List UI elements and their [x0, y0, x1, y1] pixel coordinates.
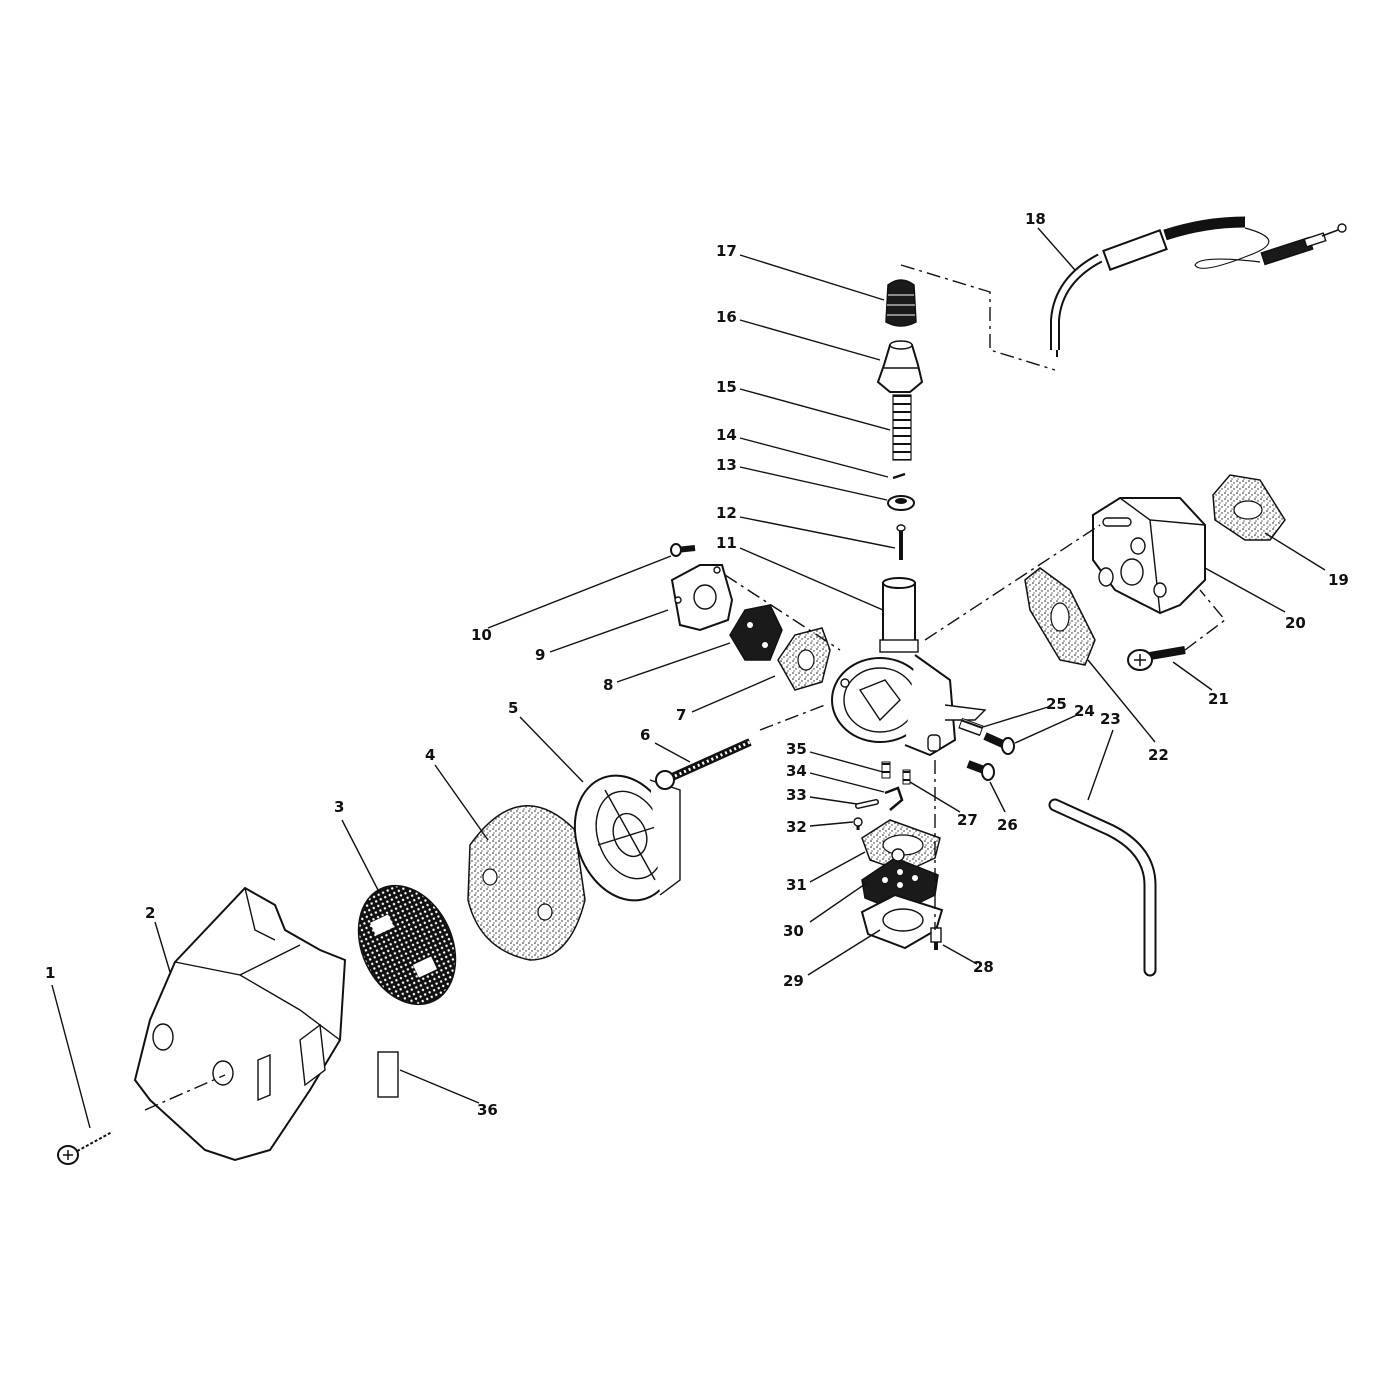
callout-24: 24: [1074, 702, 1095, 720]
part-22-gasket: [1024, 567, 1096, 666]
callout-29: 29: [783, 972, 804, 990]
part-15-spring: [892, 394, 912, 461]
part-30-diaphragm: [861, 848, 939, 913]
callout-20: 20: [1285, 614, 1306, 632]
callout-17: 17: [716, 242, 737, 260]
callout-36: 36: [477, 1101, 498, 1119]
part-6-screw: [655, 738, 752, 790]
part-33-pin: [855, 799, 879, 809]
part-11-carburetor-body: [831, 577, 987, 757]
leader-lines: [51, 227, 1326, 1129]
part-36-sticker: [377, 1051, 399, 1098]
part-27-spring: [902, 769, 911, 785]
part-23-fuel-line: [1048, 798, 1157, 977]
callout-14: 14: [716, 426, 737, 444]
part-32-screw: [853, 817, 863, 830]
callout-9: 9: [535, 646, 545, 664]
callout-32: 32: [786, 818, 807, 836]
callout-21: 21: [1208, 690, 1229, 708]
callout-10: 10: [471, 626, 492, 644]
part-19-gasket: [1212, 474, 1286, 541]
callout-18: 18: [1025, 210, 1046, 228]
callout-2: 2: [145, 904, 155, 922]
callout-13: 13: [716, 456, 737, 474]
part-21-screw: [1127, 646, 1186, 671]
part-16-cap: [876, 340, 924, 393]
part-13-clip: [887, 495, 915, 511]
part-5-filter-base: [573, 774, 681, 902]
part-10-screw: [670, 543, 696, 557]
part-26-screw: [966, 760, 995, 781]
callout-16: 16: [716, 308, 737, 326]
alignment-lines: [144, 264, 1227, 1111]
callout-5: 5: [508, 699, 518, 717]
callout-30: 30: [783, 922, 804, 940]
callout-19: 19: [1328, 571, 1349, 589]
callout-26: 26: [997, 816, 1018, 834]
part-2-air-filter-cover: [133, 886, 347, 1162]
callout-8: 8: [603, 676, 613, 694]
part-29-cover-plate: [860, 893, 944, 950]
callout-22: 22: [1148, 746, 1169, 764]
part-17-boot: [885, 279, 917, 327]
part-20-manifold-block: [1092, 497, 1206, 615]
part-4-filter-element: [467, 805, 586, 961]
part-28-screw: [930, 927, 942, 950]
part-3-screen: [357, 884, 457, 1006]
callout-23: 23: [1100, 710, 1121, 728]
callout-1: 1: [45, 964, 55, 982]
callout-35: 35: [786, 740, 807, 758]
part-35-spring: [881, 761, 891, 779]
callout-11: 11: [716, 534, 737, 552]
callout-4: 4: [425, 746, 435, 764]
part-18-throttle-cable: [1050, 216, 1347, 357]
callout-labels: 1 2 3 4 5 6 7 8 9 10 11 12 13 14 15 16 1…: [45, 210, 1349, 1119]
callout-31: 31: [786, 876, 807, 894]
part-25-spring: [958, 717, 984, 737]
callout-12: 12: [716, 504, 737, 522]
part-9-adapter-plate: [670, 564, 734, 632]
part-24-screw: [983, 732, 1015, 755]
callout-15: 15: [716, 378, 737, 396]
part-31-gasket: [861, 819, 941, 873]
callout-7: 7: [676, 706, 686, 724]
part-12-needle: [896, 524, 906, 560]
callout-34: 34: [786, 762, 807, 780]
part-8-diaphragm: [729, 604, 783, 661]
part-34-lever: [884, 786, 904, 811]
callout-25: 25: [1046, 695, 1067, 713]
callout-3: 3: [334, 798, 344, 816]
callout-28: 28: [973, 958, 994, 976]
part-1-screw: [57, 1130, 113, 1165]
part-14-retainer: [892, 472, 906, 480]
callout-6: 6: [640, 726, 650, 744]
callout-27: 27: [957, 811, 978, 829]
part-7-gasket: [777, 627, 831, 691]
callout-33: 33: [786, 786, 807, 804]
